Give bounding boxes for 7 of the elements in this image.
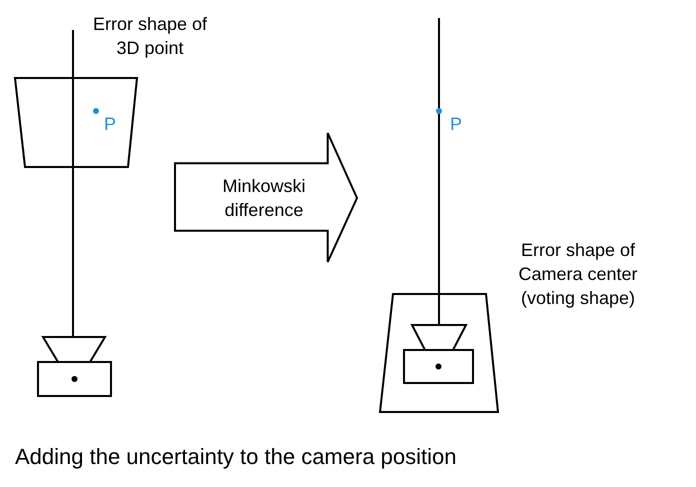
shape-label: Error shape of 3D point	[92, 13, 208, 60]
shape-label: Error shape of Camera center (voting shape)	[517, 239, 639, 310]
caption: Adding the uncertainty to the camera position	[15, 443, 456, 471]
point-label: P	[450, 113, 464, 136]
point-label: P	[104, 113, 118, 136]
block-arrow	[174, 132, 359, 264]
arrow-label: Minkowski difference	[221, 175, 306, 222]
